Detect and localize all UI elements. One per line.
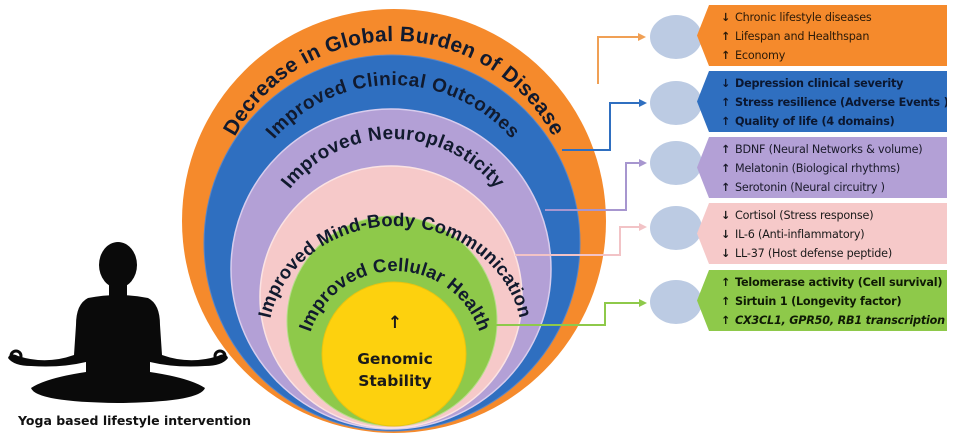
oval-purple [650,141,702,185]
arrow-down-icon: ↓ [721,247,731,260]
outcome-item: ↑ Lifespan and Healthspan [721,27,947,46]
oval-blue [650,81,702,125]
core-label-line2: Stability [358,372,432,390]
outcome-box-orange: ↓ Chronic lifestyle diseases ↑ Lifespan an… [697,5,947,66]
connector-pink [515,226,641,256]
outcome-item: ↓ Chronic lifestyle diseases [721,8,947,27]
connector-green [496,302,641,326]
outcome-text: LL-37 (Host defense peptide) [735,247,892,260]
outcome-box-pink: ↓ Cortisol (Stress response) ↓ IL-6 (Anti-… [697,203,947,264]
outcome-item: ↑ Economy [721,46,947,65]
arrow-up-icon: ↑ [721,96,731,109]
connector-purple-arrowhead [639,159,647,167]
arrow-up-icon: ↑ [721,295,731,308]
outcome-item: ↓ IL-6 (Anti-inflammatory) [721,225,947,244]
outcome-text: Telomerase activity (Cell survival) [735,276,943,289]
arrow-down-icon: ↓ [721,228,731,241]
arrow-down-icon: ↓ [721,209,731,222]
outcome-text: Stress resilience (Adverse Events ) [735,96,949,109]
outcome-item: ↑ Serotonin (Neural circuitry ) [721,178,947,197]
arrow-up-icon: ↑ [721,143,731,156]
oval-green [650,280,702,324]
core-label-line1: Genomic [357,350,433,368]
connector-blue [562,102,641,151]
outcome-box-purple: ↑ BDNF (Neural Networks & volume) ↑ Melato… [697,137,947,198]
outcome-text: Chronic lifestyle diseases [735,11,872,24]
outcome-item: ↑ CX3CL1, GPR50, RB1 transcription [721,311,947,330]
outcome-text: IL-6 (Anti-inflammatory) [735,228,865,241]
arrow-down-icon: ↓ [721,77,731,90]
outcome-text: Quality of life (4 domains) [735,115,895,128]
outcome-item: ↑ Sirtuin 1 (Longevity factor) [721,292,947,311]
outcome-item: ↑ Telomerase activity (Cell survival) [721,273,947,292]
arrow-up-icon: ↑ [721,49,731,62]
outcome-item: ↑ Melatonin (Biological rhythms) [721,159,947,178]
outcome-text: Cortisol (Stress response) [735,209,874,222]
arrow-up-icon: ↑ [721,162,731,175]
connector-orange [597,36,640,84]
oval-orange [650,15,702,59]
outcome-item: ↑ Stress resilience (Adverse Events ) [721,93,947,112]
arrow-up-icon: ↑ [721,115,731,128]
outcome-item: ↑ BDNF (Neural Networks & volume) [721,140,947,159]
figure-caption: Yoga based lifestyle intervention [18,413,252,428]
arrow-up-icon: ↑ [721,276,731,289]
outcome-item: ↓ LL-37 (Host defense peptide) [721,244,947,263]
meditating-person-icon [8,242,228,403]
arrow-up-icon: ↑ [721,181,731,194]
outcome-text: Melatonin (Biological rhythms) [735,162,901,175]
oval-pink [650,206,702,250]
outcome-text: Economy [735,49,786,62]
outcome-box-green: ↑ Telomerase activity (Cell survival) ↑ Si… [697,270,947,331]
arrow-up-icon: ↑ [721,30,731,43]
connector-blue-arrowhead [639,99,647,107]
outcome-text: Serotonin (Neural circuitry ) [735,181,885,194]
connector-pink-arrowhead [639,223,647,231]
core-arrow-up-icon: ↑ [387,313,403,333]
outcome-item: ↓ Depression clinical severity [721,74,947,93]
arrow-down-icon: ↓ [721,11,731,24]
connector-orange-arrowhead [638,33,646,41]
outcome-item: ↓ Cortisol (Stress response) [721,206,947,225]
outcome-item: ↑ Quality of life (4 domains) [721,112,947,131]
outcome-text: BDNF (Neural Networks & volume) [735,143,923,156]
arrow-up-icon: ↑ [721,314,731,327]
connector-purple [545,162,641,211]
outcome-box-blue: ↓ Depression clinical severity ↑ Stress re… [697,71,947,132]
core-genomic-stability [321,281,467,427]
connector-green-arrowhead [639,299,647,307]
outcome-text: Sirtuin 1 (Longevity factor) [735,295,902,308]
outcome-text: Depression clinical severity [735,77,904,90]
outcome-text: Lifespan and Healthspan [735,30,870,43]
outcome-text: CX3CL1, GPR50, RB1 transcription [735,314,945,327]
